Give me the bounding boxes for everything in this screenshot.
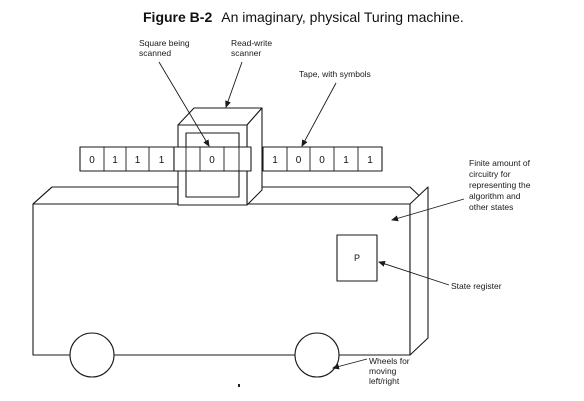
tape-cell-right-3: 0	[319, 155, 325, 166]
pointer-square-scanned	[158, 61, 210, 147]
tape-cell-right-2: 0	[296, 155, 302, 166]
state-register-symbol: P	[354, 253, 360, 263]
tape-cell-left-3: 1	[135, 155, 141, 166]
pointer-scanner	[225, 61, 243, 108]
tape-cell-left-1: 0	[89, 155, 95, 166]
figure-caption: Figure B-2 An imaginary, physical Turing …	[143, 9, 464, 25]
figure-title: An imaginary, physical Turing machine.	[221, 9, 464, 25]
tape-cell-right-5: 1	[367, 155, 373, 166]
tape-cell-right-4: 1	[343, 155, 349, 166]
figure-number: Figure B-2	[143, 9, 212, 25]
pointer-state-register	[378, 261, 450, 286]
read-write-scanner: 0	[173, 107, 263, 206]
pointer-tape	[301, 82, 337, 147]
tape-left-segment: 0 1 1 1	[79, 146, 175, 172]
label-circuitry: Finite amount of circuitry for represent…	[469, 158, 533, 212]
tape-right-segment: 1 0 0 1 1	[262, 146, 383, 172]
left-wheel	[69, 332, 115, 378]
tape-cell-right-1: 1	[272, 155, 278, 166]
label-state-register: State register	[451, 281, 502, 291]
scan-speck	[238, 384, 240, 387]
right-wheel	[294, 332, 340, 378]
label-tape: Tape, with symbols	[299, 69, 371, 79]
state-register: P	[336, 234, 378, 282]
label-square-scanned: Square being scanned	[139, 38, 192, 58]
label-scanner: Read-write scanner	[231, 38, 274, 58]
pointer-circuitry	[391, 198, 465, 222]
tape-cell-scanned: 0	[209, 155, 215, 166]
tape-cell-left-4: 1	[159, 155, 165, 166]
tape-cell-left-2: 1	[112, 155, 118, 166]
label-wheels: Wheels for moving left/right	[369, 356, 412, 386]
pointer-wheels	[332, 358, 368, 370]
